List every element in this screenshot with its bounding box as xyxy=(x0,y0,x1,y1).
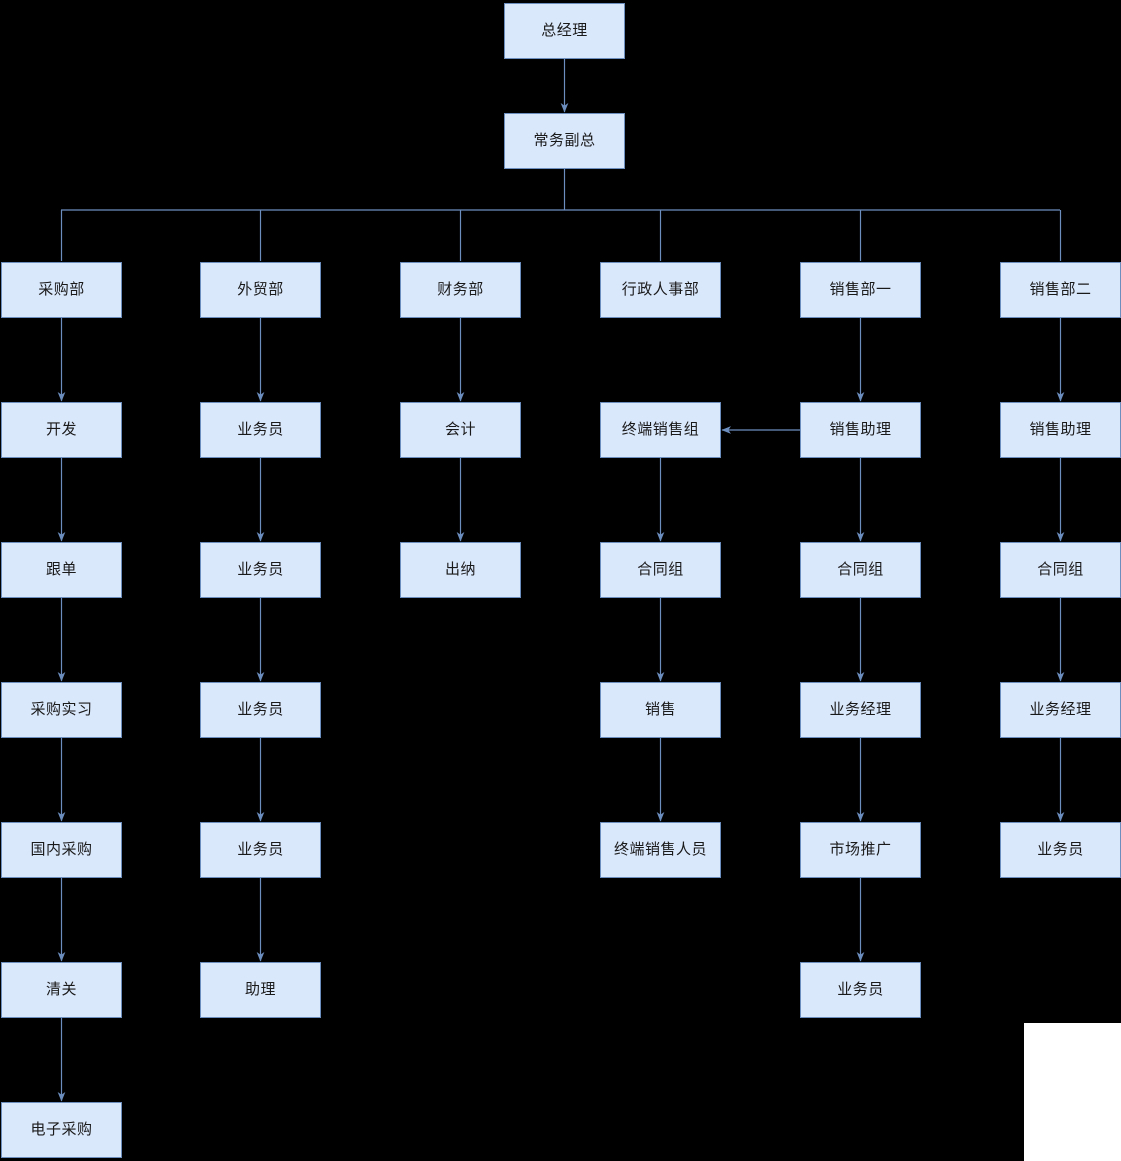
org-node-label: 外贸部 xyxy=(237,281,284,298)
org-node[interactable]: 业务员 xyxy=(200,402,321,458)
org-node[interactable]: 业务经理 xyxy=(800,682,921,738)
org-node-label: 终端销售人员 xyxy=(613,841,707,858)
org-node-label: 业务员 xyxy=(237,841,284,858)
org-node-label: 常务副总 xyxy=(533,132,596,149)
org-node-label: 助理 xyxy=(244,981,276,998)
org-node-label: 销售助理 xyxy=(829,421,892,438)
org-node-label: 销售部二 xyxy=(1029,281,1092,298)
org-node[interactable]: 跟单 xyxy=(1,542,122,598)
org-node[interactable]: 会计 xyxy=(400,402,521,458)
org-node[interactable]: 业务员 xyxy=(200,822,321,878)
org-node[interactable]: 常务副总 xyxy=(504,113,625,169)
org-node-label: 开发 xyxy=(45,421,77,438)
org-node[interactable]: 业务经理 xyxy=(1000,682,1121,738)
org-node-label: 合同组 xyxy=(1037,561,1084,578)
org-node-label: 业务经理 xyxy=(1029,701,1092,718)
org-node-label: 业务员 xyxy=(1037,841,1084,858)
org-node[interactable]: 销售助理 xyxy=(800,402,921,458)
org-node-label: 终端销售组 xyxy=(621,421,700,438)
org-node-label: 行政人事部 xyxy=(621,281,700,298)
org-node[interactable]: 财务部 xyxy=(400,262,521,318)
org-node[interactable]: 国内采购 xyxy=(1,822,122,878)
org-node[interactable]: 市场推广 xyxy=(800,822,921,878)
org-node[interactable]: 总经理 xyxy=(504,3,625,59)
org-node[interactable]: 采购部 xyxy=(1,262,122,318)
org-node[interactable]: 合同组 xyxy=(600,542,721,598)
org-node[interactable]: 采购实习 xyxy=(1,682,122,738)
org-node-label: 业务员 xyxy=(837,981,884,998)
org-node-label: 销售部一 xyxy=(829,281,892,298)
white-patch-region xyxy=(1024,1023,1121,1161)
org-node-label: 销售 xyxy=(644,701,676,718)
org-node[interactable]: 助理 xyxy=(200,962,321,1018)
org-node-label: 业务员 xyxy=(237,421,284,438)
org-node-label: 合同组 xyxy=(837,561,884,578)
org-node-label: 总经理 xyxy=(541,22,588,39)
org-node[interactable]: 业务员 xyxy=(800,962,921,1018)
org-node[interactable]: 外贸部 xyxy=(200,262,321,318)
org-node[interactable]: 终端销售组 xyxy=(600,402,721,458)
org-node[interactable]: 业务员 xyxy=(1000,822,1121,878)
org-node[interactable]: 业务员 xyxy=(200,682,321,738)
org-node-label: 跟单 xyxy=(45,561,77,578)
org-node[interactable]: 销售 xyxy=(600,682,721,738)
org-node-label: 业务员 xyxy=(237,561,284,578)
org-node[interactable]: 电子采购 xyxy=(1,1102,122,1158)
org-node-label: 业务员 xyxy=(237,701,284,718)
org-node-label: 市场推广 xyxy=(829,841,892,858)
org-node-label: 清关 xyxy=(45,981,77,998)
org-node-label: 出纳 xyxy=(444,561,476,578)
org-node[interactable]: 销售部二 xyxy=(1000,262,1121,318)
org-node[interactable]: 销售助理 xyxy=(1000,402,1121,458)
org-node-label: 销售助理 xyxy=(1029,421,1092,438)
org-node-label: 合同组 xyxy=(637,561,684,578)
org-node[interactable]: 合同组 xyxy=(1000,542,1121,598)
org-node-label: 国内采购 xyxy=(30,841,93,858)
org-node[interactable]: 开发 xyxy=(1,402,122,458)
org-node-label: 电子采购 xyxy=(30,1121,93,1138)
org-node-label: 会计 xyxy=(444,421,476,438)
org-node[interactable]: 行政人事部 xyxy=(600,262,721,318)
org-node[interactable]: 业务员 xyxy=(200,542,321,598)
org-node[interactable]: 销售部一 xyxy=(800,262,921,318)
org-node-label: 采购实习 xyxy=(30,701,93,718)
org-node-label: 业务经理 xyxy=(829,701,892,718)
org-node[interactable]: 合同组 xyxy=(800,542,921,598)
org-node[interactable]: 终端销售人员 xyxy=(600,822,721,878)
org-node-label: 采购部 xyxy=(38,281,85,298)
org-node[interactable]: 出纳 xyxy=(400,542,521,598)
org-node[interactable]: 清关 xyxy=(1,962,122,1018)
org-node-label: 财务部 xyxy=(437,281,484,298)
